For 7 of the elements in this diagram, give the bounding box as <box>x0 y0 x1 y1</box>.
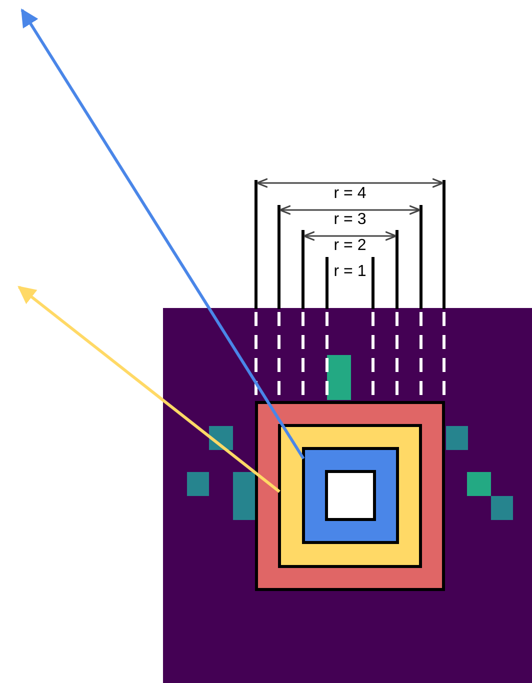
center-square <box>325 470 376 521</box>
square-ring <box>302 447 399 544</box>
square-ring <box>255 401 445 591</box>
arrow <box>18 286 280 493</box>
arrow <box>20 8 305 460</box>
square-ring <box>278 424 422 568</box>
heatmap-picture <box>163 308 532 683</box>
